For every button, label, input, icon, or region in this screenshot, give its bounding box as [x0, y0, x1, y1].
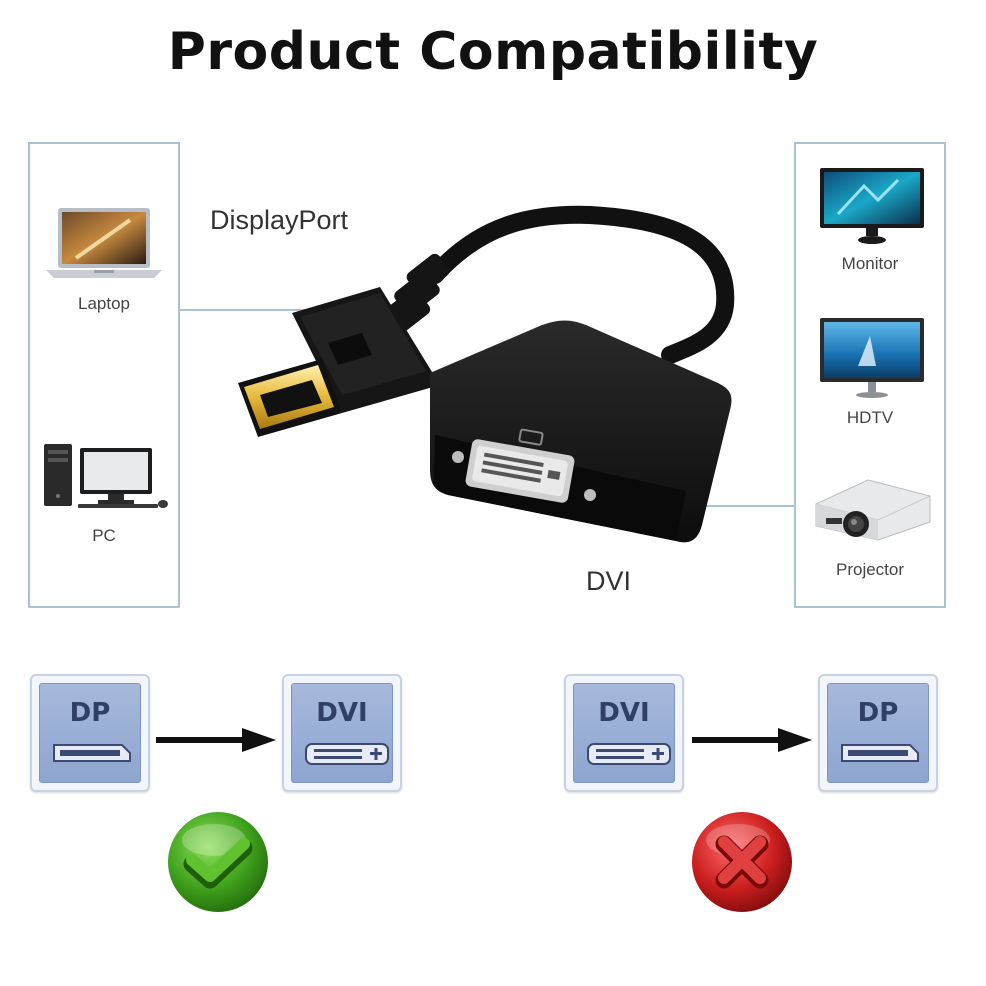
displayport-connector-icon: [53, 744, 131, 762]
laptop-icon: [46, 208, 162, 278]
dp-badge-face: DP: [827, 683, 929, 783]
dvi-badge-label: DVI: [316, 698, 368, 728]
dvi-connector-icon: [305, 743, 389, 765]
displayport-label: DisplayPort: [210, 205, 349, 235]
monitor-icon: [820, 168, 924, 244]
dp-badge-face: DP: [39, 683, 141, 783]
dp-target-badge: DP: [818, 674, 938, 792]
cross-icon: [692, 812, 792, 912]
device-label-pc: PC: [92, 526, 116, 545]
check-icon: [168, 812, 268, 912]
dp-badge-label: DP: [857, 698, 899, 728]
dvi-badge-face: DVI: [291, 683, 393, 783]
device-label-monitor: Monitor: [841, 254, 899, 273]
dp-to-dvi-adapter-image: [238, 205, 735, 543]
dp-source-badge: DP: [30, 674, 150, 792]
dvi-source-badge: DVI: [564, 674, 684, 792]
source-connector-line: [180, 309, 328, 311]
dvi-badge-label: DVI: [598, 698, 650, 728]
device-label-hdtv: HDTV: [846, 408, 894, 427]
display-devices-panel: Monitor HDTV Projector: [794, 142, 946, 608]
desktop-pc-icon: [44, 444, 168, 508]
flow-arrow-dp-to-dvi: [156, 728, 276, 752]
dvi-target-badge: DVI: [282, 674, 402, 792]
source-devices-panel: Laptop PC: [28, 142, 180, 608]
dvi-badge-face: DVI: [573, 683, 675, 783]
flow-arrow-dvi-to-dp: [692, 728, 812, 752]
hdtv-icon: [820, 318, 924, 398]
display-connector-line: [672, 505, 794, 507]
page-title: Product Compatibility: [167, 22, 819, 82]
device-label-laptop: Laptop: [78, 294, 130, 313]
dvi-label: DVI: [586, 566, 632, 596]
dvi-connector-icon: [587, 743, 671, 765]
device-label-projector: Projector: [835, 560, 905, 579]
projector-icon: [815, 479, 931, 541]
dp-badge-label: DP: [69, 698, 111, 728]
displayport-connector-icon: [841, 744, 919, 762]
